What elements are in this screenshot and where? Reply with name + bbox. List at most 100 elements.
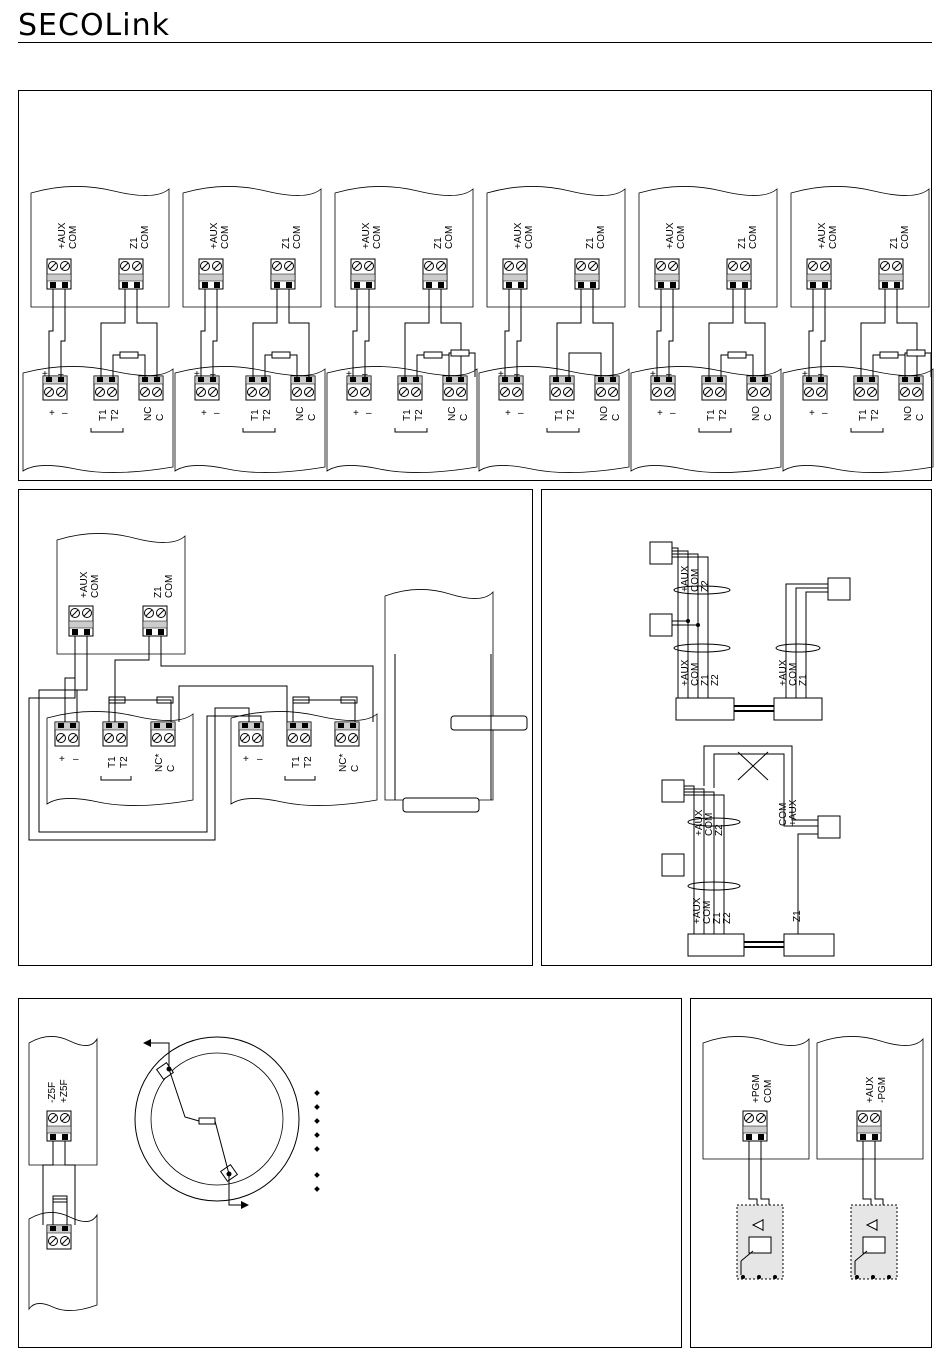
screw-slot — [105, 734, 113, 742]
terminal-pin — [413, 377, 419, 382]
aux-label: +AUX — [361, 222, 372, 249]
detector-board — [174, 366, 326, 473]
lead-wire — [151, 1042, 170, 1069]
jumper-wire — [568, 352, 602, 377]
terminal-pin — [658, 282, 664, 288]
screw-slot — [729, 262, 737, 270]
terminal-strip — [46, 1125, 72, 1134]
terminal-pin — [857, 377, 863, 382]
minus-label: – — [214, 408, 220, 419]
cable-core — [785, 583, 828, 698]
screw-slot — [913, 388, 921, 396]
pgm-board-right — [816, 1036, 924, 1160]
screw-slot — [856, 388, 864, 396]
screw-slot — [117, 734, 125, 742]
screw-slot — [61, 1237, 69, 1245]
terminal-strip — [746, 375, 772, 385]
detector-2 — [661, 853, 685, 877]
terminal-pin — [705, 377, 711, 382]
detector-1 — [661, 779, 685, 803]
cable-core — [672, 550, 689, 698]
screw-slot — [501, 388, 509, 396]
minus-label: – — [257, 754, 263, 765]
terminal-strip — [334, 721, 360, 731]
screw-slot — [209, 388, 217, 396]
screw-slot — [412, 388, 420, 396]
screw-slot — [457, 388, 465, 396]
bullet — [314, 1090, 320, 1096]
com-label: COM — [220, 226, 231, 249]
terminal-strip — [194, 375, 220, 385]
zone-wire — [404, 289, 430, 377]
aux-wire — [64, 636, 76, 722]
relay-label: NO — [903, 406, 914, 421]
aux-wire — [352, 289, 358, 377]
aux-daisy-wire — [28, 678, 250, 841]
relay-pin — [887, 1275, 891, 1279]
control-panel-board — [486, 186, 626, 308]
screw-slot — [704, 388, 712, 396]
terminal-pin — [198, 377, 204, 382]
screw-slot — [145, 609, 153, 617]
terminal-strip — [142, 620, 168, 629]
tamper-resistor — [450, 349, 470, 357]
zone-wire — [708, 289, 734, 377]
screw-slot — [253, 734, 261, 742]
screw-slot — [201, 262, 209, 270]
zone-com-wire — [896, 289, 918, 377]
base-terminal — [155, 1061, 175, 1081]
screw-slot — [213, 262, 221, 270]
z1-label: Z1 — [433, 237, 444, 249]
pgm-label-b: -PGM — [877, 1077, 888, 1103]
terminal-strip — [93, 375, 119, 385]
terminal-strip — [498, 375, 524, 385]
plus-label: + — [505, 408, 511, 419]
screw-slot — [157, 609, 165, 617]
t2-label: T2 — [110, 409, 121, 421]
terminal-pin — [97, 377, 103, 382]
aux-wire — [504, 289, 510, 377]
screw-slot — [273, 262, 281, 270]
com-label: COM — [444, 226, 455, 249]
terminal-pin — [869, 377, 875, 382]
control-panel-board — [182, 186, 322, 308]
relay-label: NO — [599, 406, 610, 421]
terminal-pin — [518, 282, 524, 288]
terminal-pin — [72, 629, 78, 635]
com-wire — [820, 289, 826, 377]
bullet — [314, 1118, 320, 1124]
screw-slot — [337, 734, 345, 742]
com-label: COM — [524, 226, 535, 249]
screw-slot — [285, 262, 293, 270]
cable-core — [672, 553, 699, 698]
screw-slot — [361, 388, 369, 396]
terminal-pin — [717, 377, 723, 382]
screw-slot — [121, 262, 129, 270]
screw-slot — [817, 388, 825, 396]
relay-pin — [871, 1275, 875, 1279]
terminal-pin — [242, 723, 248, 728]
cable-tie — [775, 643, 821, 653]
terminal-pin — [438, 282, 444, 288]
control-unit — [687, 933, 745, 957]
screw-slot — [241, 734, 249, 742]
screw-slot — [165, 734, 173, 742]
plus-label: + — [201, 408, 207, 419]
relay-label: NC* — [154, 754, 165, 772]
terminal-pin — [210, 377, 216, 382]
terminal-strip — [346, 375, 372, 385]
com-wire — [364, 289, 370, 377]
detector-board — [326, 366, 478, 473]
terminal-pin — [254, 723, 260, 728]
terminal-pin — [746, 1134, 752, 1140]
pgm-label-a: +AUX — [865, 1076, 876, 1103]
com-wire — [668, 289, 674, 377]
terminal-pin — [84, 629, 90, 635]
tamper-bracket — [90, 428, 124, 433]
detector-base-outer — [134, 1036, 300, 1202]
c-label: C — [915, 414, 926, 421]
terminal-strip — [853, 375, 879, 385]
terminal-pin — [750, 377, 756, 382]
